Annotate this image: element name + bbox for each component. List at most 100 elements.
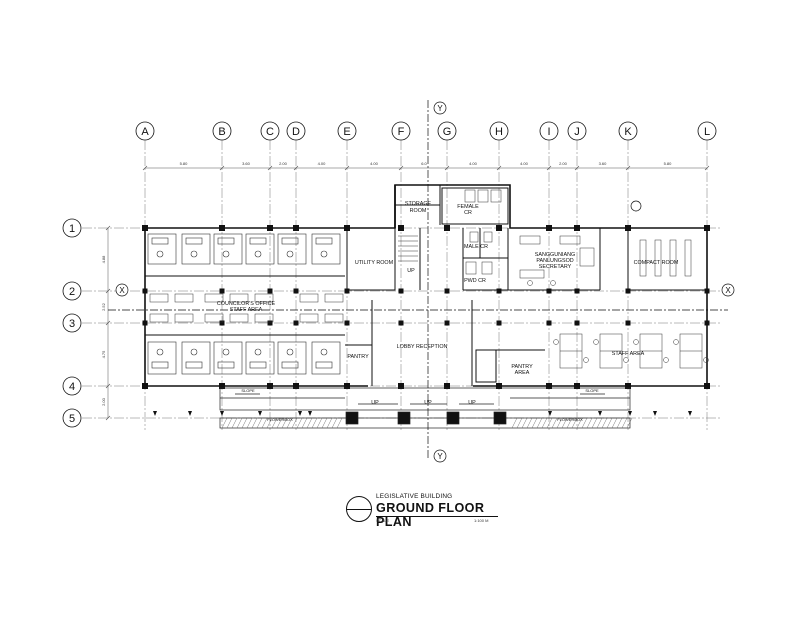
dimension-label-top: 4.00 bbox=[520, 161, 529, 166]
label-staff-area: STAFF AREA bbox=[612, 351, 645, 357]
grid-bubble-col bbox=[337, 121, 357, 141]
grid-bubble-col bbox=[391, 121, 411, 141]
dimension-label-top: 6.0 bbox=[421, 161, 427, 166]
label-pantry-area: PANTRY bbox=[511, 364, 533, 370]
structural-columns bbox=[142, 225, 710, 389]
label-utility-room: UTILITY ROOM bbox=[355, 260, 394, 266]
label-sanggunian-1: SANGGUNIANG bbox=[535, 252, 575, 258]
compact-shelving bbox=[639, 239, 692, 277]
corridor-workstations bbox=[149, 293, 344, 323]
dimension-label-top: 2.00 bbox=[279, 161, 288, 166]
label-pantry: PANTRY bbox=[347, 354, 369, 360]
grid-bubble-row bbox=[62, 376, 82, 396]
label-pantry-area-2: AREA bbox=[515, 370, 530, 376]
dimension-label-top: 3.60 bbox=[599, 161, 608, 166]
dimension-label-side: 2.52 bbox=[101, 302, 106, 311]
grid-label-row: 1 bbox=[69, 223, 75, 235]
label-storage-2: ROOM bbox=[410, 208, 427, 214]
label-sanggunian-2: PANLUNGSOD bbox=[536, 258, 573, 264]
grid-label-col: K bbox=[624, 126, 632, 138]
grid-bubble-col bbox=[567, 121, 587, 141]
room-labels: STORAGE ROOM FEMALE CR UTILITY ROOM MALE… bbox=[217, 201, 679, 376]
grid-label-col: D bbox=[292, 126, 300, 138]
label-compact-room: COMPACT ROOM bbox=[634, 260, 679, 266]
dimension-label-top: 4.00 bbox=[469, 161, 478, 166]
title-underline bbox=[376, 516, 498, 517]
label-flowerbox-right: FLOWERBOX bbox=[557, 417, 583, 422]
grid-bubble-row bbox=[62, 218, 82, 238]
misc-labels: UP UP UP UP SLOPE SLOPE FLOWERBOX FLOWER… bbox=[241, 268, 599, 422]
section-y-bottom: Y bbox=[437, 452, 443, 461]
grid-label-col: B bbox=[218, 126, 225, 138]
grid-bubble-col bbox=[489, 121, 509, 141]
grid-bubble-col bbox=[539, 121, 559, 141]
title-block-symbol bbox=[346, 496, 372, 522]
toilet-fixtures bbox=[464, 189, 502, 275]
grid-bubble-col bbox=[437, 121, 457, 141]
title-block: LEGISLATIVE BUILDING GROUND FLOOR PLAN S… bbox=[346, 492, 506, 529]
dimension-label-side: 4.75 bbox=[101, 350, 106, 359]
section-x-right: X bbox=[725, 286, 731, 295]
grid-label-row: 4 bbox=[69, 381, 75, 393]
grid-bubble-col bbox=[212, 121, 232, 141]
label-male-cr: MALE CR bbox=[464, 244, 488, 250]
dimension-label-top: 2.00 bbox=[559, 161, 568, 166]
stair bbox=[398, 235, 418, 262]
grid-label-col: J bbox=[574, 126, 580, 138]
grid-bubble-col bbox=[286, 121, 306, 141]
grid-label-row: 5 bbox=[69, 413, 75, 425]
dimension-label-top: 4.00 bbox=[318, 161, 327, 166]
front-ramp bbox=[219, 387, 631, 429]
office-cubicles bbox=[147, 233, 341, 375]
label-slope-left: SLOPE bbox=[241, 388, 255, 393]
label-pwd-cr: PWD CR bbox=[464, 278, 486, 284]
grid-bubble-col bbox=[618, 121, 638, 141]
grid-bubble-col bbox=[135, 121, 155, 141]
label-storage: STORAGE bbox=[405, 201, 432, 207]
grid-label-row: 3 bbox=[69, 318, 75, 330]
label-up-ramp-left: UP bbox=[371, 400, 379, 406]
label-councilors-staff: STAFF AREA bbox=[230, 307, 263, 313]
grid-label-col: F bbox=[398, 126, 405, 138]
grid-bubble-col bbox=[260, 121, 280, 141]
dimension-label-side: 4.88 bbox=[101, 255, 106, 264]
scale-value: 1:100 M bbox=[474, 518, 489, 523]
label-female-cr-2: CR bbox=[464, 210, 472, 216]
label-flowerbox-left: FLOWERBOX bbox=[267, 417, 293, 422]
dimension-label-top: 5.80 bbox=[664, 161, 673, 166]
flowerbox-hatch bbox=[221, 417, 633, 429]
grid-label-col: C bbox=[266, 126, 274, 138]
grid-bubble-row bbox=[62, 281, 82, 301]
dimension-label-top: 5.80 bbox=[180, 161, 189, 166]
section-x-left: X bbox=[119, 286, 125, 295]
secretary-furniture bbox=[519, 235, 595, 286]
label-councilors-office: COUNCILOR'S OFFICE bbox=[217, 301, 276, 307]
label-up-stair: UP bbox=[407, 268, 415, 274]
dimension-label-side: 2.00 bbox=[101, 397, 106, 406]
grid-label-col: E bbox=[343, 126, 350, 138]
front-markers bbox=[153, 411, 692, 416]
label-sanggunian-3: SECRETARY bbox=[539, 264, 572, 270]
grid-label-row: 2 bbox=[69, 286, 75, 298]
label-slope-right: SLOPE bbox=[585, 388, 599, 393]
grid-label-col: H bbox=[495, 126, 503, 138]
grid-label-col: G bbox=[443, 126, 452, 138]
interior-walls bbox=[145, 185, 707, 386]
label-female-cr: FEMALE bbox=[457, 204, 479, 210]
label-lobby-reception: LOBBY RECEPTION bbox=[397, 344, 448, 350]
staff-workstations bbox=[553, 333, 709, 369]
grid-bubble-row bbox=[62, 408, 82, 428]
grid-bubble-col bbox=[697, 121, 717, 141]
label-up-ramp-mid: UP bbox=[424, 400, 432, 406]
scale-label: SCALE bbox=[376, 518, 390, 523]
dimension-label-top: 4.00 bbox=[370, 161, 379, 166]
label-up-ramp-right: UP bbox=[468, 400, 476, 406]
section-y-top: Y bbox=[437, 104, 443, 113]
grid-label-col: I bbox=[547, 126, 550, 138]
drawing-title: GROUND FLOOR PLAN bbox=[376, 501, 485, 529]
grid-label-col: A bbox=[141, 126, 149, 138]
section-markers: Y Y X X bbox=[108, 100, 735, 463]
